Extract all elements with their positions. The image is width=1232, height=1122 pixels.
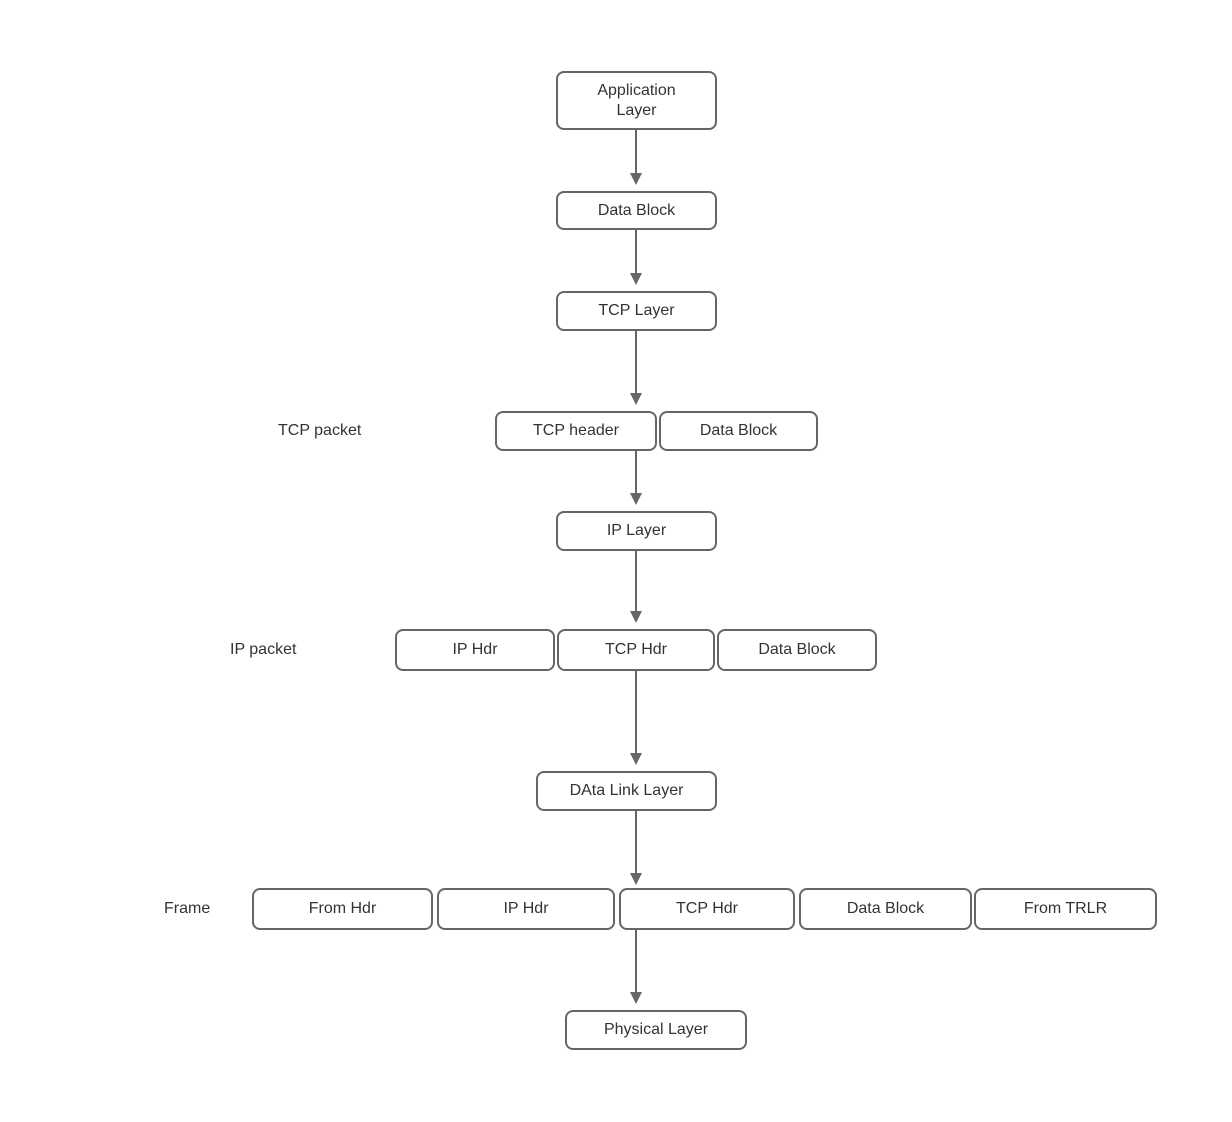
arrow-datalink-to-frame	[630, 811, 643, 885]
arrow-line	[635, 130, 637, 174]
arrowhead-down-icon	[630, 273, 642, 285]
arrow-iplayer-to-ippacket	[630, 551, 643, 623]
arrowhead-down-icon	[630, 173, 642, 185]
arrow-frame-to-physical	[630, 930, 643, 1004]
arrow-line	[635, 930, 637, 993]
arrowhead-down-icon	[630, 493, 642, 505]
arrowhead-down-icon	[630, 873, 642, 885]
node-tcp-header: TCP header	[495, 411, 657, 451]
arrow-line	[635, 671, 637, 754]
node-frame-ip-hdr: IP Hdr	[437, 888, 615, 930]
node-frame-data-block: Data Block	[799, 888, 972, 930]
arrowhead-down-icon	[630, 393, 642, 405]
node-application-layer: Application Layer	[556, 71, 717, 130]
node-tcp-layer: TCP Layer	[556, 291, 717, 331]
node-ip-packet-tcp-hdr: TCP Hdr	[557, 629, 715, 671]
arrow-line	[635, 551, 637, 612]
node-data-block-top: Data Block	[556, 191, 717, 230]
node-tcp-packet-data-block: Data Block	[659, 411, 818, 451]
node-ip-layer: IP Layer	[556, 511, 717, 551]
node-frame-from-trlr: From TRLR	[974, 888, 1157, 930]
row-label-tcp-packet: TCP packet	[278, 422, 362, 439]
arrow-tcplayer-to-tcppacket	[630, 331, 643, 405]
node-ip-packet-ip-hdr: IP Hdr	[395, 629, 555, 671]
node-ip-packet-data-block: Data Block	[717, 629, 877, 671]
node-data-link-layer: DAta Link Layer	[536, 771, 717, 811]
node-physical-layer: Physical Layer	[565, 1010, 747, 1050]
row-label-ip-packet: IP packet	[230, 641, 297, 658]
arrow-line	[635, 451, 637, 494]
arrow-line	[635, 331, 637, 394]
node-frame-tcp-hdr: TCP Hdr	[619, 888, 795, 930]
arrow-datablock-to-tcplayer	[630, 230, 643, 285]
node-frame-from-hdr: From Hdr	[252, 888, 433, 930]
arrowhead-down-icon	[630, 992, 642, 1004]
arrow-ippacket-to-datalink	[630, 671, 643, 765]
arrow-line	[635, 811, 637, 874]
arrow-application-to-datablock	[630, 130, 643, 185]
arrow-tcppacket-to-iplayer	[630, 451, 643, 505]
row-label-frame: Frame	[164, 900, 211, 917]
arrow-line	[635, 230, 637, 274]
arrowhead-down-icon	[630, 611, 642, 623]
arrowhead-down-icon	[630, 753, 642, 765]
